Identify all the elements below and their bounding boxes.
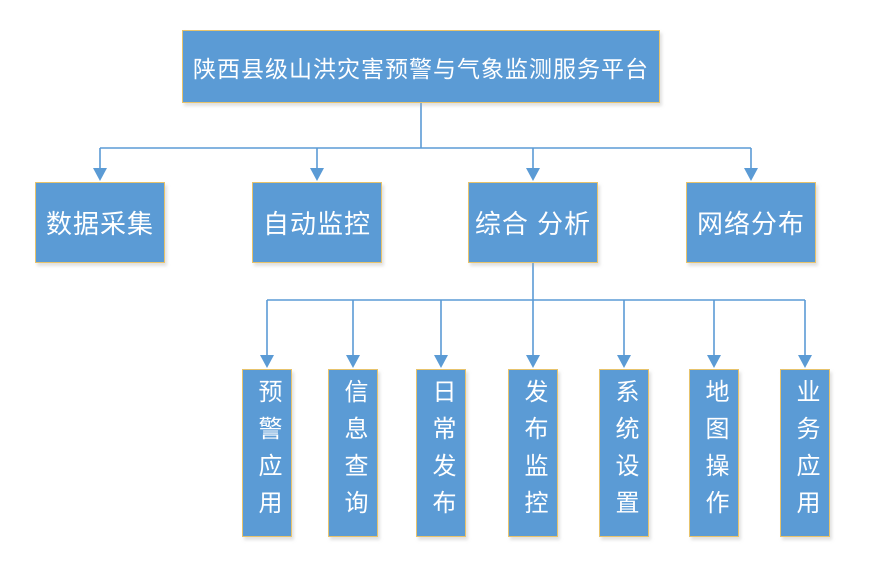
node-label: 网络分布 — [696, 209, 805, 239]
arrow-down-icon — [346, 355, 360, 368]
node-data-collection: 数据采集 — [35, 182, 165, 263]
arrow-down-icon — [526, 168, 540, 181]
node-label: 发布监控 — [520, 379, 547, 527]
node-label: 业务应用 — [792, 379, 819, 527]
node-platform-title: 陕西县级山洪灾害预警与气象监测服务平台 — [182, 30, 660, 103]
node-warning-application: 预警应用 — [242, 369, 292, 537]
node-information-query: 信息查询 — [328, 369, 378, 537]
node-network-distribution: 网络分布 — [686, 182, 816, 263]
node-business-application: 业务应用 — [780, 369, 830, 537]
arrow-down-icon — [310, 168, 324, 181]
node-label: 日常发布 — [428, 379, 455, 527]
node-map-operation: 地图操作 — [689, 369, 739, 537]
arrow-down-icon — [617, 355, 631, 368]
arrow-down-icon — [798, 355, 812, 368]
node-label: 地图操作 — [701, 379, 728, 527]
arrow-down-icon — [434, 355, 448, 368]
arrow-down-icon — [260, 355, 274, 368]
arrow-down-icon — [93, 168, 107, 181]
node-release-monitoring: 发布监控 — [508, 369, 558, 537]
node-comprehensive-analysis: 综合 分析 — [468, 182, 598, 263]
node-daily-release: 日常发布 — [416, 369, 466, 537]
node-auto-monitoring: 自动监控 — [252, 182, 382, 263]
node-label: 综合 分析 — [474, 209, 592, 239]
node-system-settings: 系统设置 — [599, 369, 649, 537]
arrow-down-icon — [526, 355, 540, 368]
arrow-down-icon — [744, 168, 758, 181]
node-label: 数据采集 — [45, 209, 154, 239]
node-label: 自动监控 — [262, 209, 371, 239]
arrow-down-icon — [707, 355, 721, 368]
node-label: 陕西县级山洪灾害预警与气象监测服务平台 — [193, 55, 649, 82]
node-label: 系统设置 — [611, 379, 638, 527]
node-label: 信息查询 — [340, 379, 367, 527]
node-label: 预警应用 — [254, 379, 281, 527]
